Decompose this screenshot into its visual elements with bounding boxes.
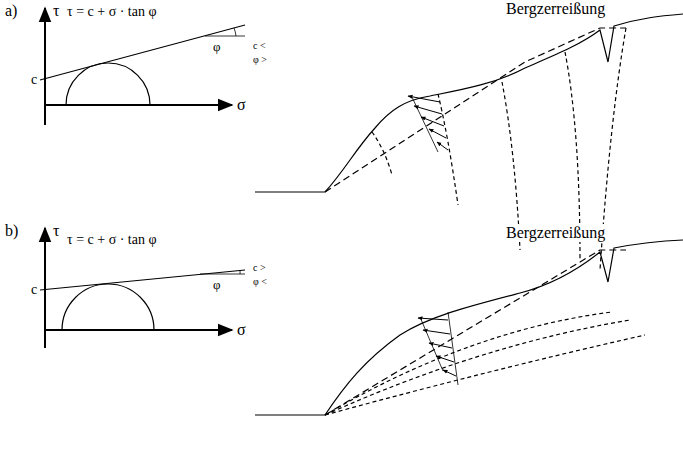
- caption-label: Bergzerreißung: [505, 224, 606, 242]
- parameter-note: φ >: [252, 54, 268, 65]
- axis-label: c: [30, 72, 38, 87]
- mohr-diagram-b: [40, 228, 245, 348]
- parameter-note: φ <: [252, 276, 268, 287]
- parameter-note: c <: [252, 40, 267, 51]
- formula: τ = c + σ · tan φ: [66, 232, 158, 247]
- slope-section-a: [255, 14, 683, 270]
- panel-letter: a): [4, 2, 18, 20]
- formula: τ = c + σ · tan φ: [66, 4, 158, 19]
- panel-letter: b): [4, 222, 19, 240]
- caption-label: Bergzerreißung: [505, 0, 606, 18]
- stress-arrows-b: [418, 312, 458, 385]
- axis-label: τ: [52, 2, 60, 20]
- axis-label: τ: [52, 222, 60, 240]
- axis-label: σ: [236, 321, 247, 339]
- parameter-note: c >: [252, 262, 267, 273]
- angle-label: φ: [212, 278, 222, 292]
- slope-section-b: [255, 240, 683, 415]
- axis-label: c: [30, 282, 38, 297]
- stress-arrows-a: [408, 95, 448, 152]
- axis-label: σ: [236, 96, 247, 114]
- angle-label: φ: [212, 40, 222, 54]
- mohr-diagram-a: [40, 8, 245, 125]
